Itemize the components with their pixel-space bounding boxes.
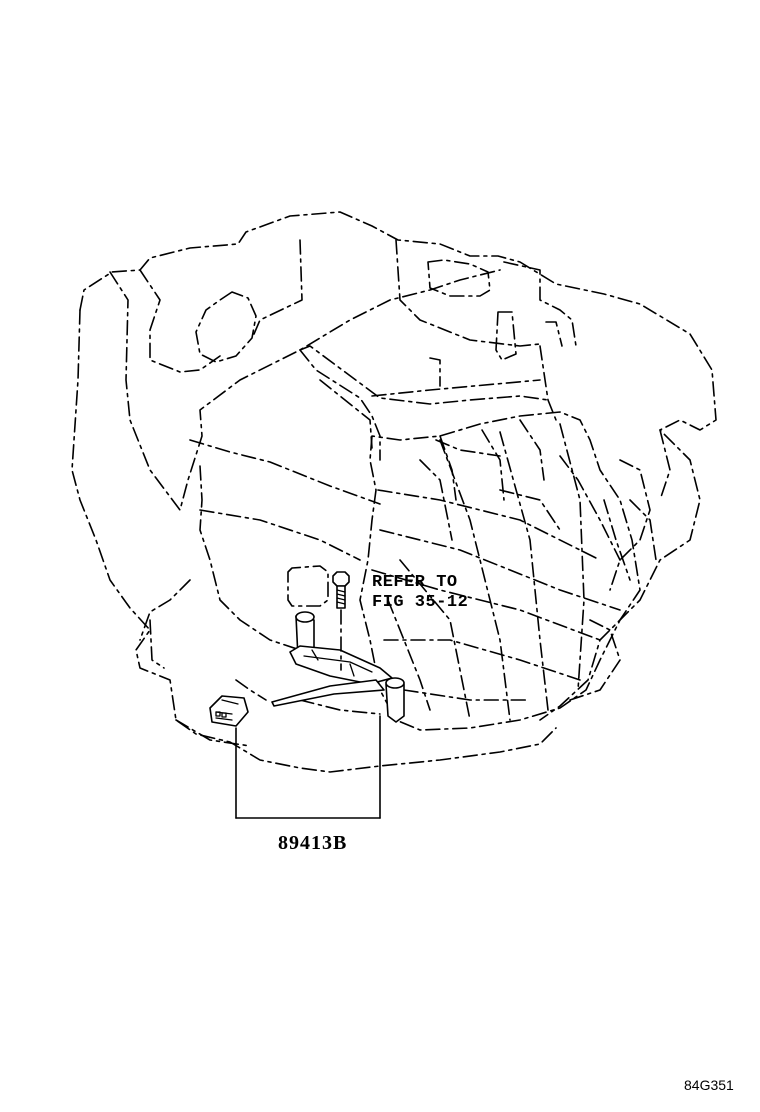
valve-body-outline: [359, 411, 641, 731]
bolt: [332, 571, 350, 671]
refer-to-callout-line1: REFER TO: [372, 573, 458, 592]
part-number-label[interactable]: 89413B: [278, 832, 348, 854]
refer-to-callout-line2: FIG 35-12: [372, 593, 469, 612]
transmission-housing-outline: [71, 211, 717, 773]
figure-code-label: 84G351: [684, 1077, 734, 1093]
part-number-leader: [235, 715, 381, 819]
